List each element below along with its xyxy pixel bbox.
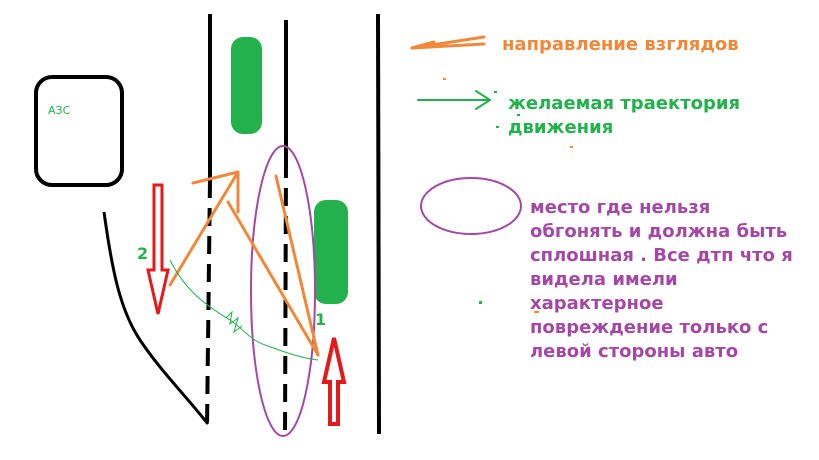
legend-zone-label: место где нельзя обгонять и должна быть …	[530, 197, 793, 362]
oncoming-car	[231, 37, 262, 134]
desired-trajectory	[169, 259, 319, 361]
legend-path-arrow	[417, 90, 491, 110]
gas-station-label: АЗС	[48, 104, 71, 117]
no-overtaking-zone	[250, 145, 316, 437]
legend-zone-ellipse	[420, 177, 522, 235]
gas-station-box	[34, 75, 124, 187]
legend-gaze-label: направление взглядов	[502, 34, 739, 55]
legend-gaze-arrow	[410, 35, 486, 50]
car2-number: 2	[137, 244, 149, 263]
car2-arrow	[146, 183, 170, 315]
road-center-line-dashed	[283, 159, 288, 437]
gaze-lines	[168, 170, 320, 357]
parked-car	[314, 200, 348, 304]
legend-path-label: желаемая траектория движения	[508, 93, 741, 138]
car1-arrow	[321, 337, 347, 426]
side-road-edge	[102, 211, 210, 425]
stray-dots	[443, 78, 573, 313]
road-right-edge	[376, 13, 381, 435]
desired-trajectory-scribble	[225, 310, 243, 334]
car1-number: 1	[315, 310, 327, 329]
